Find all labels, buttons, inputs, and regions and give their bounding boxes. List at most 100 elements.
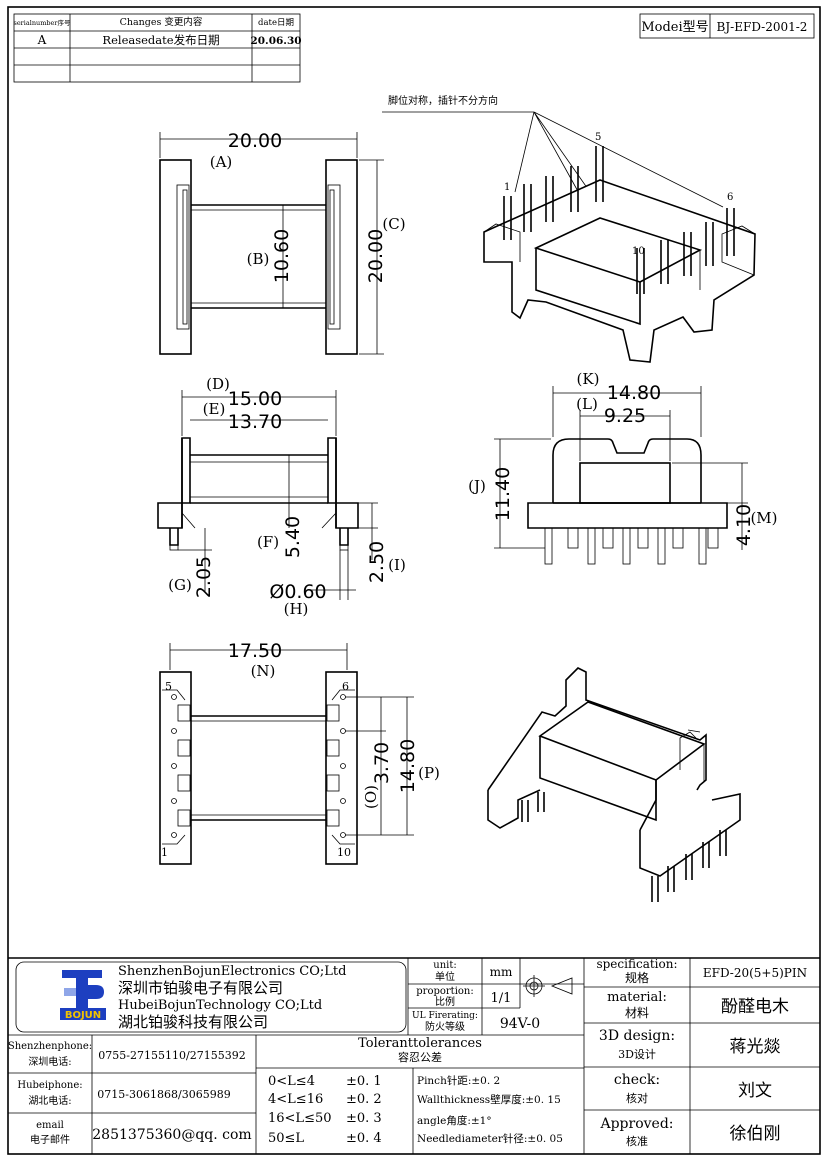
dim-d-tag: (D): [206, 375, 230, 393]
dim-l-tag: (L): [576, 395, 598, 413]
bottom-pin-1: 1: [161, 846, 168, 859]
tolerance-title: Toleranttolerances: [358, 1036, 482, 1051]
wall-tolerance: Wallthickness壁厚度:±0. 15: [417, 1093, 561, 1106]
iso-view-top: 脚位对称，插针不分方向 1 5 6 10: [382, 94, 756, 363]
dim-e-value: 13.70: [228, 411, 282, 433]
tolerance-title-cn: 容忍公差: [398, 1050, 442, 1064]
material-label-cn: 材料: [625, 1006, 649, 1020]
tol-value-4: ±0. 4: [346, 1131, 382, 1146]
dim-o-value: 3.70: [371, 742, 393, 784]
approved-label: Approved:: [599, 1116, 673, 1132]
rev-row-serial: A: [37, 33, 47, 47]
sz-phone: 0755-27155110/27155392: [98, 1049, 245, 1062]
angle-tolerance: angle角度:±1°: [417, 1114, 492, 1127]
unit-label: unit:: [433, 960, 456, 971]
tol-range-1: 0<L≤4: [268, 1074, 315, 1089]
hb-phone-label-cn: 湖北电话:: [28, 1094, 71, 1107]
dim-j-value: 11.40: [492, 467, 514, 521]
dim-n-value: 17.50: [228, 640, 282, 662]
dim-p-tag: (P): [418, 764, 440, 782]
ul-value: 94V-0: [500, 1016, 540, 1032]
company-cn-1: 深圳市铂骏电子有限公司: [118, 979, 283, 997]
hb-phone: 0715-3061868/3065989: [97, 1088, 230, 1101]
iso-pin-6: 6: [727, 192, 733, 203]
company-en-1: ShenzhenBojunElectronics CO;Ltd: [118, 964, 346, 979]
model-value: BJ-EFD-2001-2: [717, 20, 808, 34]
dim-b-value: 10.60: [271, 229, 293, 283]
dim-l-value: 9.25: [604, 405, 646, 427]
spec-label: specification:: [596, 957, 677, 971]
dim-m-tag: (M): [750, 509, 777, 527]
dim-c-tag: (C): [382, 215, 405, 233]
logo-text: BOJUN: [65, 1010, 101, 1021]
ul-label-cn: 防火等级: [425, 1020, 465, 1033]
dim-d-value: 15.00: [228, 388, 282, 410]
bottom-pin-6: 6: [342, 680, 349, 693]
model-box: Modei型号 BJ-EFD-2001-2: [639, 13, 815, 39]
title-block: BOJUN ShenzhenBojunElectronics CO;Ltd 深圳…: [8, 957, 820, 1154]
email-label: email: [36, 1120, 64, 1131]
dim-h-value: Ø0.60: [269, 581, 326, 603]
dim-b-tag: (B): [247, 250, 270, 268]
rev-header-date: date日期: [258, 18, 294, 28]
company-cn-2: 湖北铂骏科技有限公司: [118, 1013, 268, 1031]
iso-pin-10: 10: [632, 246, 645, 257]
dim-g-tag: (G): [168, 576, 192, 594]
material-value: 酚醛电木: [721, 997, 789, 1017]
rev-header-changes: Changes 变更内容: [120, 16, 203, 28]
tol-value-2: ±0. 2: [346, 1092, 382, 1107]
iso-pin-5: 5: [595, 132, 601, 143]
bottom-pin-5: 5: [165, 680, 172, 693]
dim-g-value: 2.05: [193, 556, 215, 598]
dim-p-value: 14.80: [397, 739, 419, 793]
iso-view-bottom: [487, 667, 741, 902]
dim-k-value: 14.80: [607, 382, 661, 404]
sz-phone-label-cn: 深圳电话:: [28, 1055, 71, 1068]
dim-o-tag: (O): [362, 785, 380, 809]
side-view: 14.80 (K) 9.25 (L) 11.40 (J) 4.10 (M): [468, 370, 778, 565]
model-label: Modei型号: [641, 20, 708, 35]
rev-header-serial: serialnumber序号: [14, 18, 71, 27]
sz-phone-label: Shenzhenphone:: [8, 1041, 92, 1052]
dim-a-value: 20.00: [228, 130, 282, 152]
dim-a-tag: (A): [210, 153, 233, 171]
proportion-value: 1/1: [491, 991, 512, 1006]
tol-range-3: 16<L≤50: [268, 1111, 332, 1126]
spec-value: EFD-20(5+5)PIN: [703, 966, 807, 980]
tol-value-1: ±0. 1: [346, 1074, 382, 1089]
design-label-cn: 3D设计: [618, 1048, 656, 1061]
dim-j-tag: (J): [468, 477, 486, 495]
dim-k-tag: (K): [577, 370, 600, 388]
check-value: 刘文: [738, 1081, 772, 1101]
needle-tolerance: Needlediameter针径:±0. 05: [417, 1132, 563, 1145]
design-value: 蒋光燚: [730, 1037, 781, 1057]
top-view: 20.00 (A) 10.60 (B) 20.00 (C): [159, 130, 406, 355]
revision-table: serialnumber序号 Changes 变更内容 date日期 A Rel…: [14, 13, 302, 83]
proportion-label-cn: 比例: [435, 995, 455, 1008]
dim-e-tag: (E): [203, 400, 226, 418]
dim-f-value: 5.40: [282, 516, 304, 558]
unit-value: mm: [490, 965, 513, 979]
pinch-tolerance: Pinch针距:±0. 2: [417, 1074, 500, 1087]
rev-row-date: 20.06.30: [250, 35, 301, 47]
dim-h-tag: (H): [284, 600, 309, 618]
front-view: 15.00 (D) 13.70 (E) 5.40 (F) 2.05 (G) Ø0…: [157, 375, 406, 618]
check-label: check:: [614, 1072, 660, 1088]
email-label-cn: 电子邮件: [30, 1133, 70, 1146]
tol-range-4: 50≤L: [268, 1131, 304, 1146]
proportion-label: proportion:: [416, 986, 473, 997]
ul-label: UL Firerating:: [412, 1011, 478, 1021]
pin-orientation-note: 脚位对称，插针不分方向: [388, 94, 498, 107]
iso-pin-1: 1: [504, 182, 510, 193]
company-logo: BOJUN: [60, 970, 106, 1021]
design-label: 3D design:: [599, 1028, 675, 1044]
rev-row-change: Releasedate发布日期: [102, 33, 219, 47]
bottom-pin-10: 10: [337, 846, 351, 859]
email: 2851375360@qq. com: [92, 1127, 251, 1143]
dim-i-value: 2.50: [366, 541, 388, 583]
spec-label-cn: 规格: [625, 970, 649, 985]
dim-n-tag: (N): [251, 662, 276, 680]
tol-range-2: 4<L≤16: [268, 1092, 323, 1107]
dim-i-tag: (I): [388, 556, 406, 574]
